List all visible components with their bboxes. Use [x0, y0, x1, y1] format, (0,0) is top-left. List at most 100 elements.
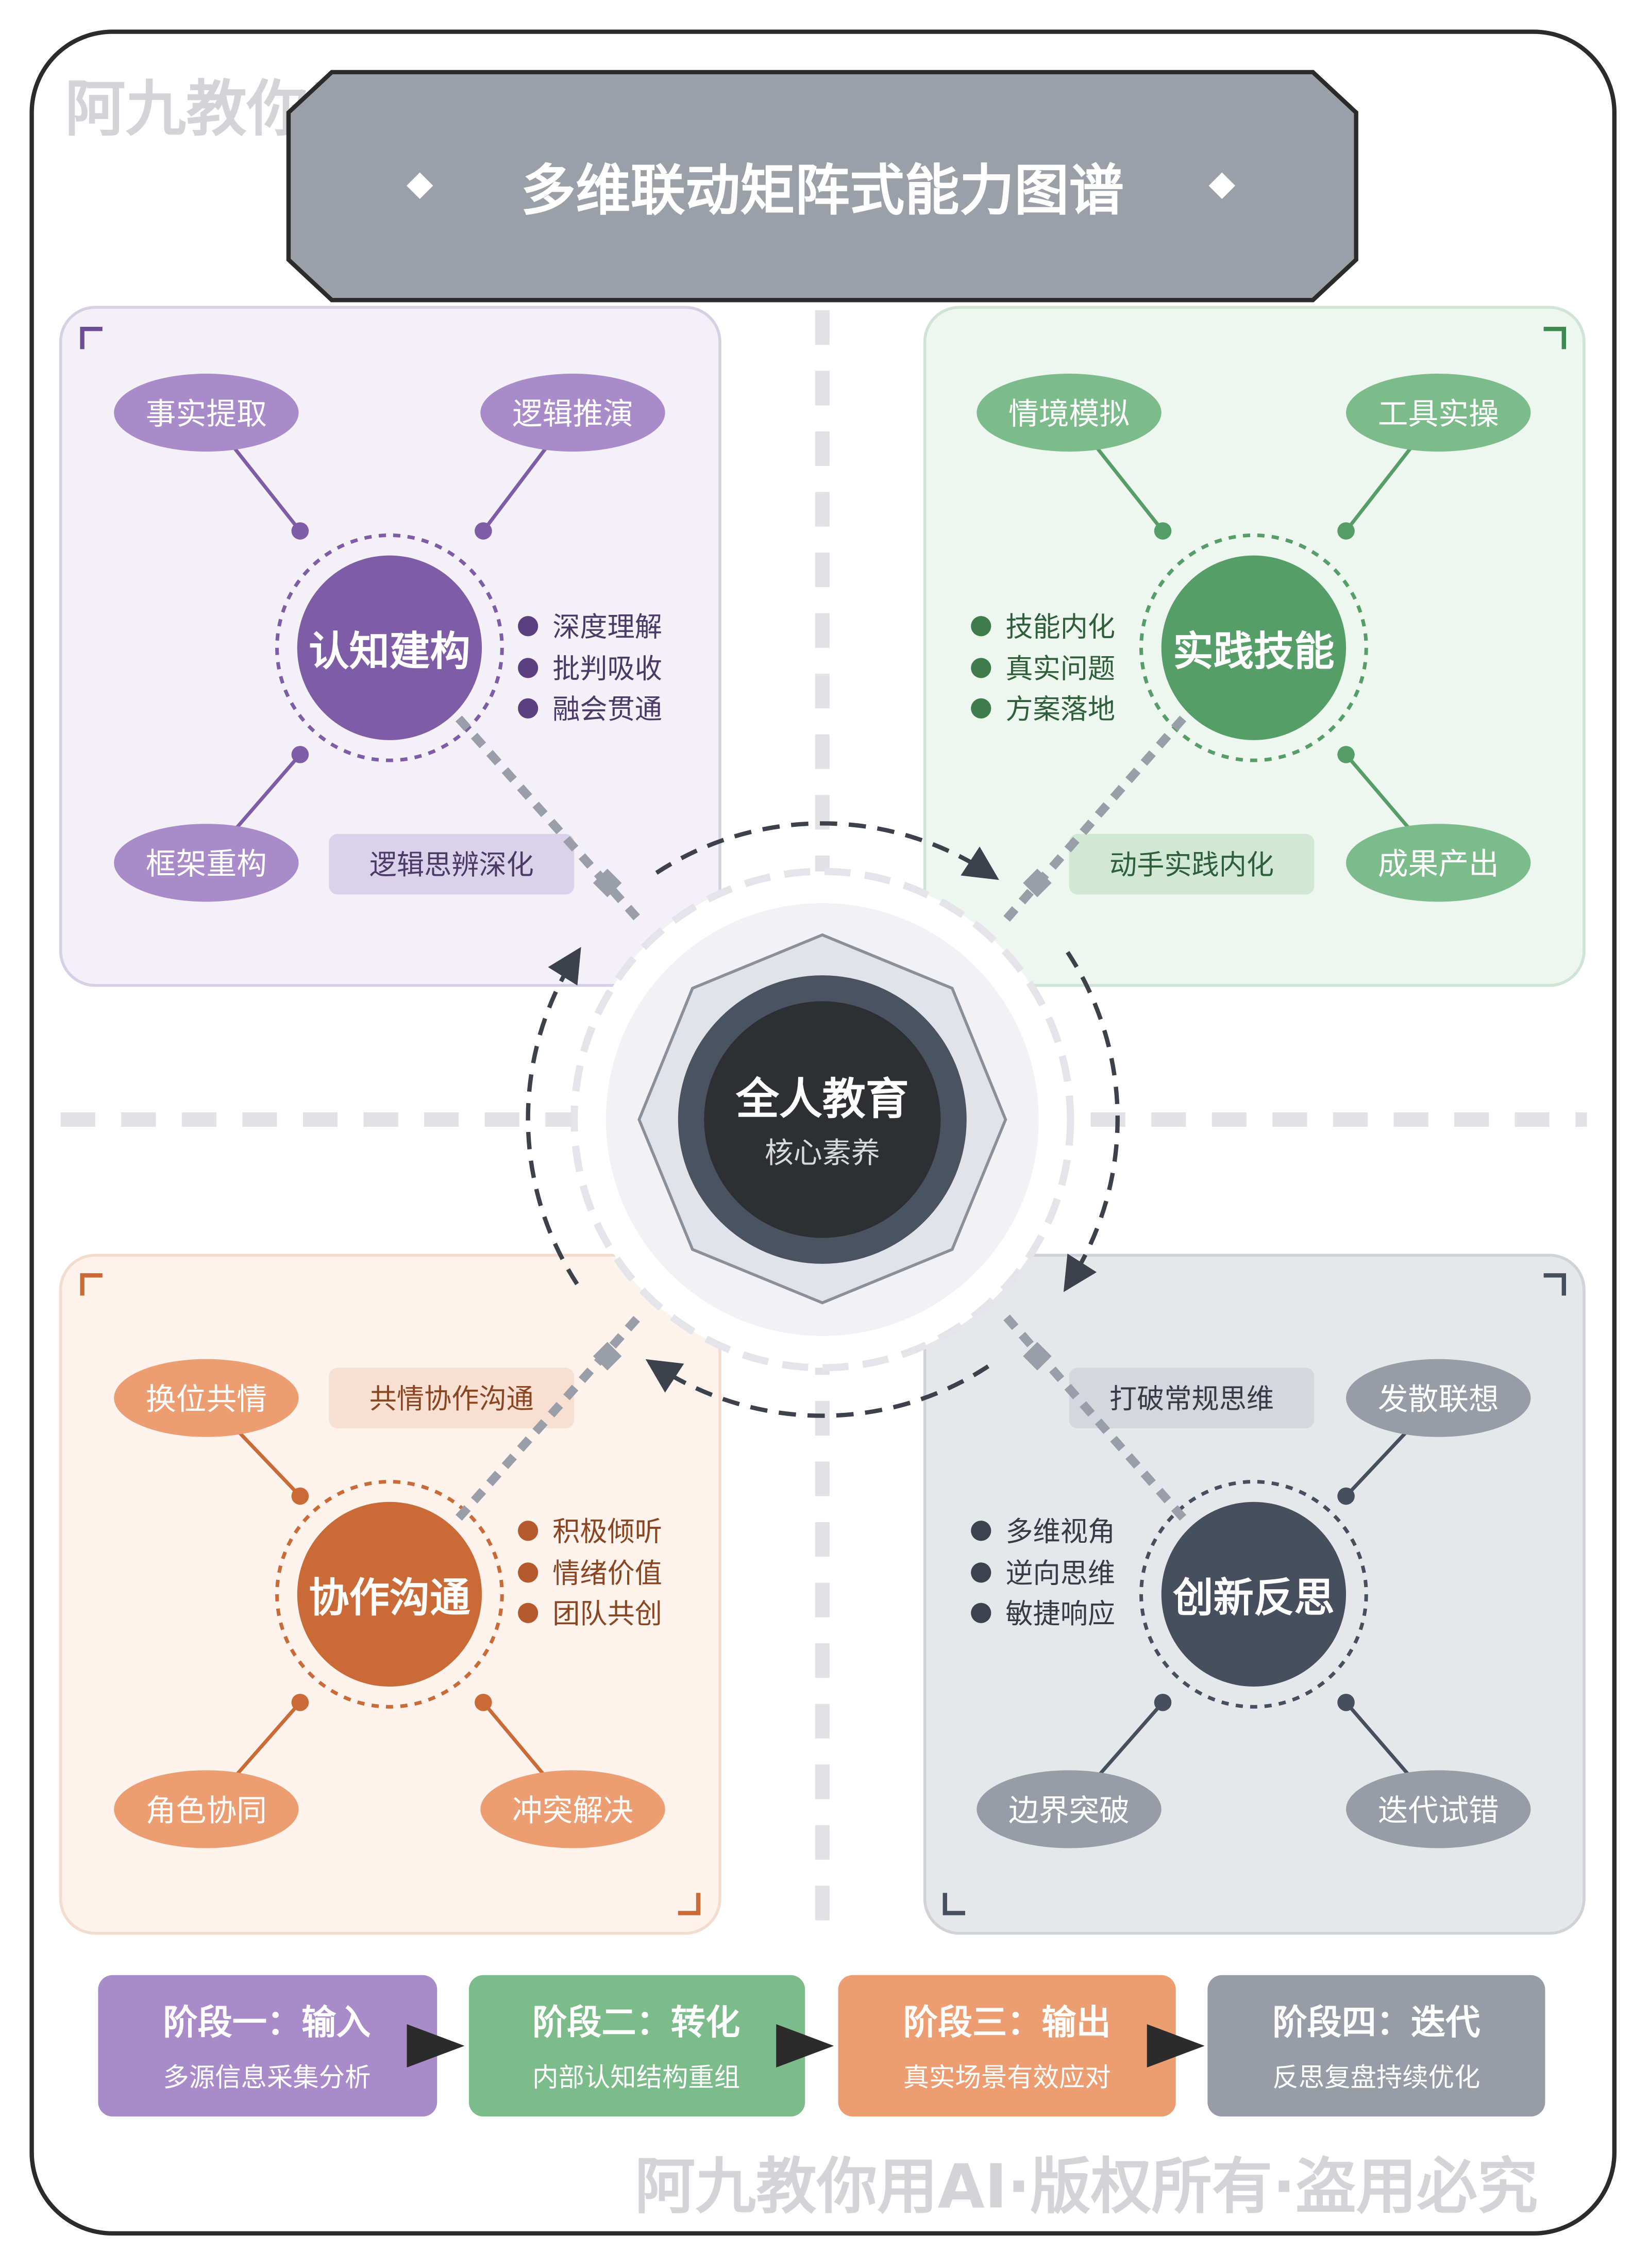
- stage-title: 阶段一：输入: [163, 2003, 371, 2043]
- hub-dashed-ring: [1139, 1480, 1368, 1709]
- connector-dot: [475, 522, 492, 540]
- bullet-dot: [971, 698, 991, 719]
- diamond-right-icon: [1208, 172, 1236, 199]
- connector-dot: [291, 1487, 309, 1505]
- bullet-dot: [518, 698, 539, 719]
- corner-bracket-icon: [80, 326, 103, 349]
- center-links: [456, 715, 1187, 1521]
- node-pill: [1346, 824, 1531, 902]
- quadrant-innovation: 创新反思 发散联想 边界突破 迭代试错 多维视角 逆向思维 敏捷响应 打破常规思…: [923, 1254, 1586, 1935]
- connector-dot: [1337, 522, 1355, 540]
- link-diamond-icon: [1023, 869, 1052, 897]
- cycle-arrow-top: [655, 821, 999, 880]
- stage-subtitle: 反思复盘持续优化: [1272, 2062, 1480, 2092]
- link-diamond-icon: [1023, 1342, 1052, 1371]
- hub-dashed-ring: [275, 1480, 504, 1709]
- center-core: [704, 1001, 941, 1238]
- link-diamond-icon: [593, 1342, 622, 1371]
- node-pill: [480, 373, 665, 452]
- bullet-text: 逆向思维: [1005, 1557, 1115, 1589]
- stage-box-2: [468, 1975, 805, 2117]
- bullet-text: 积极倾听: [552, 1515, 662, 1547]
- center-subtitle: 核心素养: [765, 1137, 880, 1170]
- node-label: 换位共情: [146, 1381, 267, 1417]
- link-diamond-icon: [593, 869, 622, 897]
- connector-dot: [291, 522, 309, 540]
- connector-dot: [475, 1694, 492, 1711]
- node-pill: [114, 824, 299, 902]
- center-title: 全人教育: [735, 1074, 909, 1124]
- quadrant-practice: 实践技能 情境模拟 工具实操 成果产出 技能内化 真实问题 方案落地 动手实践内…: [923, 306, 1586, 987]
- node-label: 边界突破: [1008, 1792, 1130, 1828]
- hub-dashed-ring: [275, 533, 504, 762]
- bullet-text: 真实问题: [1005, 653, 1115, 685]
- stage-subtitle: 真实场景有效应对: [903, 2062, 1111, 2092]
- hub-label: 创新反思: [1173, 1574, 1335, 1621]
- watermark-bottom: 阿九教你用AI·版权所有·盗用必究: [635, 2151, 1538, 2222]
- connector-dot: [1337, 746, 1355, 763]
- hub-innovation: [1161, 1502, 1347, 1687]
- node-pill: [1346, 1359, 1531, 1437]
- hub-label: 协作沟通: [309, 1574, 470, 1621]
- node-label: 发散联想: [1378, 1381, 1499, 1417]
- node-label: 事实提取: [146, 396, 267, 431]
- bullet-dot: [518, 616, 539, 637]
- stage-title: 阶段四：迭代: [1272, 2003, 1480, 2043]
- tag-box: [329, 1368, 575, 1428]
- tag-box: [1069, 833, 1315, 895]
- quadrant-collaboration: 协作沟通 换位共情 角色协同 冲突解决 积极倾听 情绪价值 团队共创 共情协作沟…: [59, 1254, 721, 1935]
- node-label: 角色协同: [146, 1792, 267, 1828]
- bullet-dot: [518, 1562, 539, 1583]
- stage-box-1: [98, 1975, 438, 2117]
- bullet-dot: [971, 1603, 991, 1623]
- connector-dot: [1337, 1487, 1355, 1505]
- bullet-text: 批判吸收: [552, 653, 662, 685]
- node-label: 冲突解决: [512, 1792, 633, 1828]
- node-label: 情境模拟: [1008, 396, 1130, 431]
- tag-label: 打破常规思维: [1109, 1383, 1274, 1415]
- hub-dashed-ring: [1139, 533, 1368, 762]
- node-pill: [114, 373, 299, 452]
- node-label: 逻辑推演: [512, 396, 633, 431]
- node-pill: [114, 1770, 299, 1848]
- bullet-dot: [518, 1521, 539, 1541]
- hub-cognition: [297, 555, 482, 740]
- node-pill: [1346, 1770, 1531, 1848]
- bullet-text: 多维视角: [1005, 1515, 1115, 1547]
- bullet-text: 敏捷响应: [1005, 1598, 1115, 1630]
- connector-dot: [1337, 1694, 1355, 1711]
- cycle-arrow-right: [1063, 951, 1120, 1292]
- node-label: 框架重构: [146, 846, 267, 881]
- node-pill: [977, 373, 1162, 452]
- connector-dot: [1154, 522, 1172, 540]
- connector-dot: [1154, 1694, 1172, 1711]
- node-pill: [977, 1770, 1162, 1848]
- node-pill: [480, 1770, 665, 1848]
- stage-title: 阶段三：输出: [903, 2003, 1111, 2043]
- diamond-left-icon: [406, 172, 433, 199]
- bullet-dot: [971, 616, 991, 637]
- stage-title: 阶段二：转化: [532, 2003, 740, 2043]
- bullet-text: 深度理解: [552, 611, 662, 643]
- corner-bracket-icon: [678, 1893, 701, 1915]
- node-label: 迭代试错: [1378, 1792, 1499, 1828]
- corner-bracket-icon: [1543, 1273, 1567, 1296]
- node-pill: [114, 1359, 299, 1437]
- stage-arrow-icon: [407, 2024, 465, 2067]
- node-pill: [1346, 373, 1531, 452]
- center-hub: 全人教育 核心素养: [570, 868, 1074, 1372]
- corner-bracket-icon: [943, 1893, 965, 1915]
- hub-label: 认知建构: [309, 628, 470, 675]
- cycle-arrow-left: [526, 947, 581, 1286]
- bullet-text: 方案落地: [1005, 693, 1115, 725]
- bullet-text: 情绪价值: [552, 1557, 662, 1589]
- tag-label: 动手实践内化: [1109, 849, 1274, 881]
- node-label: 工具实操: [1378, 396, 1499, 431]
- stage-box-4: [1207, 1975, 1545, 2117]
- bullet-dot: [971, 1562, 991, 1583]
- stage-arrow-icon: [1147, 2024, 1205, 2067]
- connector-dot: [291, 746, 309, 763]
- bullet-text: 融会贯通: [552, 693, 662, 725]
- bullet-dot: [518, 658, 539, 678]
